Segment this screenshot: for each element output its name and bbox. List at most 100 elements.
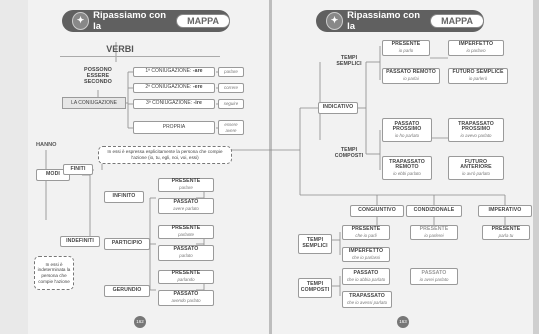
indefiniti-note: In essi è indeterminata la persona che c… [34, 256, 74, 290]
tense-label: PASSATO PROSSIMO [392, 120, 422, 133]
map-divider [60, 56, 220, 57]
right-banner: ✦ Ripassiamo con la MAPPA [316, 10, 484, 32]
tense-label: FUTURO ANTERIORE [460, 158, 492, 171]
tempi-composti-box-2: TEMPI COMPOSTI [298, 278, 332, 298]
tense-label: PRESENTE [491, 225, 521, 232]
example-text: io avrei parlato [419, 276, 449, 282]
example-text: io parlo [398, 48, 414, 54]
conj-1-box: 1ª CONIUGAZIONE: -are [133, 67, 215, 77]
tense-label: PASSATO REMOTO [386, 69, 436, 76]
left-banner: ✦ Ripassiamo con la MAPPA [62, 10, 230, 32]
indicativo-box: INDICATIVO [318, 102, 358, 114]
infinito-box: INFINITO [104, 191, 144, 203]
example-text: parlato [179, 253, 193, 259]
conj-3-example: seguire [218, 99, 244, 109]
conj-3-box: 3ª CONIUGAZIONE: -ire [133, 99, 215, 109]
right-page-number: 163 [397, 316, 409, 328]
propria-label: PROPRIA [162, 123, 186, 130]
tense-label: IMPERFETTO [348, 247, 384, 254]
modi-box: MODI [36, 169, 70, 181]
finiti-note: In essi è espressa esplicitamente la per… [98, 146, 232, 164]
example-text: seguire [223, 101, 239, 107]
hanno-label: HANNO [36, 142, 57, 148]
possono-essere-box: POSSONO ESSERE SECONDO [72, 62, 124, 90]
gerundio-label: GERUNDIO [112, 287, 142, 294]
tense-label: PRESENTE [391, 41, 421, 48]
tempi-semplici-box-2: TEMPI SEMPLICI [298, 234, 332, 254]
tense-label: PRESENTE [419, 225, 449, 232]
tempi-semplici-label: TEMPI SEMPLICI [302, 237, 328, 249]
example-text: io parlavo [466, 48, 486, 54]
example-text: essere avere [224, 122, 238, 133]
propria-box: PROPRIA [133, 121, 215, 134]
tempi-composti-box: TEMPI COMPOSTI [332, 144, 366, 164]
tense-label: FUTURO SEMPLICE [452, 69, 504, 76]
tense-label: PRESENTE [171, 270, 201, 277]
conj-1-example: parlare [218, 67, 244, 77]
example-text: parlare [179, 185, 193, 191]
tense-label: PASSATO [173, 291, 199, 298]
example-text: che io avessi parlato [346, 299, 388, 305]
imperativo-box: IMPERATIVO [478, 205, 532, 217]
tempi-composti-label: TEMPI COMPOSTI [334, 147, 364, 159]
example-text: parlante [178, 232, 194, 238]
tense-label: TRAPASSATO [349, 292, 385, 299]
conj-ending: -ere [192, 84, 203, 91]
gerundio-box: GERUNDIO [104, 285, 150, 297]
tempi-semplici-label: TEMPI SEMPLICI [336, 55, 362, 67]
participio-box: PARTICIPIO [104, 238, 150, 250]
conj-ending: -ire [193, 100, 202, 107]
possono-label: POSSONO ESSERE SECONDO [84, 66, 112, 86]
finiti-label: FINITI [70, 165, 86, 172]
star-icon: ✦ [72, 12, 90, 30]
conj-ending: -are [192, 68, 203, 75]
finiti-note-text: In essi è espressa esplicitamente la per… [107, 149, 223, 160]
tense-label: PRESENTE [171, 225, 201, 232]
previous-page-edge [0, 0, 28, 334]
indefiniti-note-text: In essi è indeterminata la persona che c… [37, 261, 71, 284]
example-text: che io parlassi [351, 254, 381, 260]
tense-label: IMPERFETTO [458, 41, 494, 48]
banner-title: Ripassiamo con la [347, 10, 421, 32]
tense-label: TRAPASSATO PROSSIMO [458, 120, 494, 133]
conj-2-box: 2ª CONIUGAZIONE: -ere [133, 83, 215, 93]
banner-title: Ripassiamo con la [93, 10, 167, 32]
example-text: parla tu [498, 232, 514, 238]
modi-label: MODI [46, 171, 60, 178]
verbi-title: VERBI [106, 44, 134, 54]
condizionale-box: CONDIZIONALE [406, 205, 462, 217]
example-text: avendo parlato [171, 298, 201, 304]
example-text: io ebbi parlato [393, 171, 421, 177]
finiti-box: FINITI [63, 164, 93, 175]
conj-2-example: correre [218, 83, 244, 93]
example-text: io parlai [403, 76, 419, 82]
congiuntivo-label: CONGIUNTIVO [358, 207, 396, 214]
conj-label: 1ª CONIUGAZIONE: [145, 68, 192, 75]
example-text: io avevo parlato [460, 133, 492, 139]
tense-label: PASSATO [353, 269, 379, 276]
tempi-composti-label: TEMPI COMPOSTI [300, 281, 330, 293]
coniugazione-box: LA CONIUGAZIONE [62, 97, 126, 109]
example-text: io avrò parlato [462, 171, 490, 177]
imperativo-label: IMPERATIVO [488, 207, 522, 214]
example-text: avere parlato [173, 206, 199, 212]
condizionale-label: CONDIZIONALE [413, 207, 455, 214]
tense-label: PRESENTE [351, 225, 381, 232]
indefiniti-box: INDEFINITI [60, 236, 100, 247]
